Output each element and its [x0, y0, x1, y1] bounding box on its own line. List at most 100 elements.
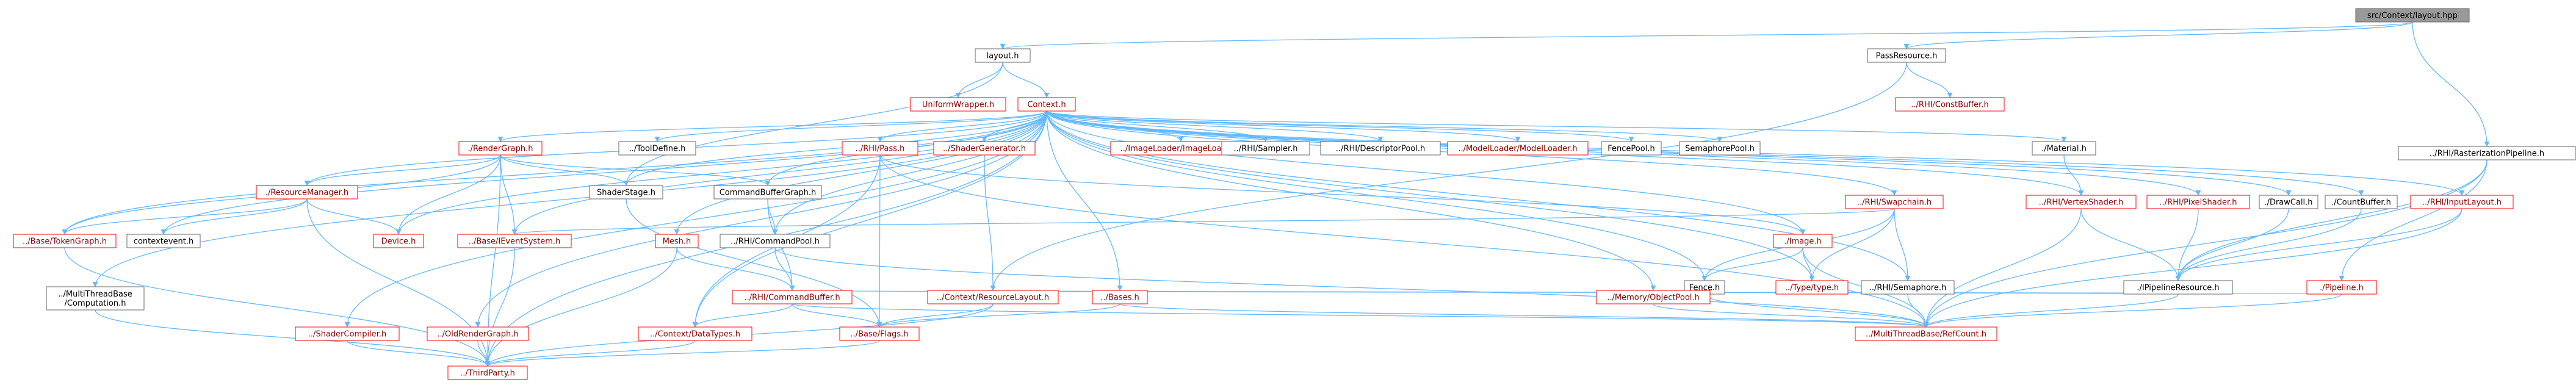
node-vertexshader-h[interactable]: ../RHI/VertexShader.h [2026, 195, 2137, 209]
node-mesh-h[interactable]: Mesh.h [655, 234, 699, 248]
node-label: ./ResourceManager.h [265, 189, 348, 198]
node-resourcemanager-h[interactable]: ./ResourceManager.h [256, 185, 358, 200]
edge-context_h-to-contextevent_h [161, 110, 1047, 235]
node-tokengraph-h[interactable]: ../Base/TokenGraph.h [13, 234, 117, 248]
node-layout-h[interactable]: layout.h [975, 48, 1031, 63]
node-inputlayout-h[interactable]: ../RHI/InputLayout.h [2410, 195, 2514, 209]
node-box [720, 234, 831, 248]
node-label: ../RHI/DescriptorPool.h [1336, 145, 1425, 154]
node-imageloader-h[interactable]: ../ImageLoader/ImageLoader.h [1110, 141, 1252, 156]
edge-rasterization_h-to-pipeline_h [2339, 159, 2488, 281]
node-label: ../RHI/Semaphore.h [1869, 284, 1946, 293]
node-passresource-h[interactable]: PassResource.h [1867, 48, 1946, 63]
node-label: ./RenderGraph.h [467, 145, 533, 154]
node-label: ../MultiThreadBase/RefCount.h [1866, 330, 1986, 339]
edge-vertexshader_h-to-ipipelineresource_h [2080, 208, 2181, 281]
edge-rendergraph_h-to-shaderstage_h [500, 154, 629, 186]
node-refcount-h[interactable]: ../MultiThreadBase/RefCount.h [1855, 326, 1997, 341]
node-descriptorpool-h[interactable]: ../RHI/DescriptorPool.h [1320, 141, 1441, 156]
edge-layout_h-to-context_h [1002, 62, 1050, 98]
node-countbuffer-h[interactable]: ./CountBuffer.h [2325, 195, 2398, 209]
edge-swapchain_h-to-rhisemaphore_h [1894, 208, 1911, 281]
edge-inputlayout_h-to-refcount_h [1923, 208, 2462, 328]
node-typetype-h[interactable]: ../Type/type.h [1775, 280, 1849, 295]
edge-layout_h-to-shaderstage_h [623, 62, 1003, 186]
node-box [842, 141, 918, 156]
node-box [1596, 290, 1711, 304]
edge-ieventsystem_h-to-thirdparty_h [485, 247, 515, 367]
node-box [46, 286, 145, 311]
node-semaphorepool-h[interactable]: SemaphorePool.h [1679, 141, 1761, 156]
edge-context_h-to-tokengraph_h [62, 110, 1047, 235]
node-flags-h[interactable]: ../Base/Flags.h [839, 326, 920, 341]
node-fencepool-h[interactable]: FencePool.h [1601, 141, 1662, 156]
node-pixelshader-h[interactable]: ../RHI/PixelShader.h [2146, 195, 2250, 209]
node-multithread-comp-h[interactable]: ../MultiThreadBase/Computation.h [46, 286, 145, 311]
node-root[interactable]: src/Context/layout.hpp [2355, 8, 2470, 23]
node-commandbuffergraph-h[interactable]: CommandBufferGraph.h [713, 185, 822, 200]
node-label: ../ModelLoader/ModelLoader.h [1458, 145, 1577, 154]
file-nodes: src/Context/layout.hpp layout.h PassResour… [13, 8, 2576, 380]
node-ipipelineresource-h[interactable]: ./IPipelineResource.h [2123, 280, 2233, 295]
node-box [295, 326, 400, 341]
node-box [1221, 141, 1310, 156]
node-rhipass-h[interactable]: ../RHI/Pass.h [842, 141, 918, 156]
node-shaderstage-h[interactable]: ShaderStage.h [589, 185, 663, 200]
edge-shadercompiler_h-to-thirdparty_h [347, 340, 491, 367]
node-label: ../RHI/PixelShader.h [2160, 198, 2237, 207]
node-label: ../OldRenderGraph.h [437, 330, 518, 339]
edge-objectpool_h-to-refcount_h [1653, 303, 1929, 328]
node-label: ../Memory/ObjectPool.h [1607, 293, 1700, 303]
node-box [618, 141, 696, 156]
node-shadercompiler-h[interactable]: ../ShaderCompiler.h [295, 326, 400, 341]
node-contextevent-h[interactable]: contextevent.h [126, 234, 201, 248]
node-label: SemaphorePool.h [1685, 145, 1755, 154]
node-pipeline-h[interactable]: ./Pipeline.h [2306, 280, 2377, 295]
edge-datatypes_h-to-thirdparty_h [485, 340, 696, 367]
node-label: ../ImageLoader/ImageLoader.h [1120, 145, 1242, 154]
edge-commandbuffer_h-to-flags_h [792, 303, 882, 328]
node-drawcall-h[interactable]: ./DrawCall.h [2259, 195, 2318, 209]
node-bases-h[interactable]: ../Bases.h [1092, 290, 1148, 304]
node-thirdparty-h[interactable]: ../ThirdParty.h [447, 365, 528, 380]
node-material-h[interactable]: ./Material.h [2032, 141, 2096, 156]
edge-rasterization_h-to-ipipelineresource_h [2175, 159, 2488, 281]
node-label: ./Image.h [1784, 237, 1822, 246]
node-modelloader-h[interactable]: ../ModelLoader/ModelLoader.h [1447, 141, 1589, 156]
node-label: src/Context/layout.hpp [2367, 12, 2458, 21]
edge-rhisemaphore_h-to-refcount_h [1907, 293, 1929, 328]
node-commandbuffer-h[interactable]: ../RHI/CommandBuffer.h [732, 290, 853, 304]
node-context-h[interactable]: Context.h [1017, 97, 1076, 112]
node-rendergraph-h[interactable]: ./RenderGraph.h [458, 141, 543, 156]
node-contextresourcelayout-h[interactable]: ../Context/ResourceLayout.h [927, 290, 1059, 304]
node-box [2123, 280, 2233, 295]
edge-rendergraph_h-to-resourcemanager_h [304, 154, 501, 186]
node-box [1601, 141, 1662, 156]
edge-vertexshader_h-to-refcount_h [1923, 208, 2082, 328]
node-datatypes-h[interactable]: ../Context/DataTypes.h [638, 326, 752, 341]
node-rhisemaphore-h[interactable]: ../RHI/Semaphore.h [1861, 280, 1955, 295]
node-constbuffer-h[interactable]: ../RHI/ConstBuffer.h [1895, 97, 2005, 112]
node-tooldefine-h[interactable]: ../ToolDefine.h [618, 141, 696, 156]
node-oldrendergraph-h[interactable]: ../OldRenderGraph.h [427, 326, 529, 341]
edge-mesh_h-to-thirdparty_h [485, 247, 677, 367]
node-uniformwrapper-h[interactable]: UniformWrapper.h [910, 97, 1006, 112]
node-rasterization-h[interactable]: ../RHI/RasterizationPipeline.h [2398, 146, 2576, 160]
node-shadergenerator-h[interactable]: ../ShaderGenerator.h [933, 141, 1036, 156]
node-objectpool-h[interactable]: ../Memory/ObjectPool.h [1596, 290, 1711, 304]
node-label: contextevent.h [134, 237, 193, 246]
edge-resourcemanager_h-to-contextevent_h [161, 198, 308, 235]
node-box [1867, 48, 1946, 63]
node-label: Mesh.h [663, 237, 691, 246]
edge-root-to-layout_h [1000, 21, 2413, 49]
node-ieventsystem-h[interactable]: ../Base/IEventSystem.h [457, 234, 572, 248]
node-swapchain-h[interactable]: ../RHI/Swapchain.h [1845, 195, 1944, 209]
node-label: ../RHI/ConstBuffer.h [1911, 101, 1988, 110]
node-commandpool-h[interactable]: ../RHI/CommandPool.h [720, 234, 831, 248]
node-box [2146, 195, 2250, 209]
edge-tokengraph_h-to-thirdparty_h [64, 247, 491, 367]
edge-rendergraph_h-to-ieventsystem_h [500, 154, 518, 235]
node-sampler-h[interactable]: ../RHI/Sampler.h [1221, 141, 1310, 156]
node-device-h[interactable]: Device.h [373, 234, 424, 248]
node-image-h[interactable]: ./Image.h [1773, 234, 1833, 248]
